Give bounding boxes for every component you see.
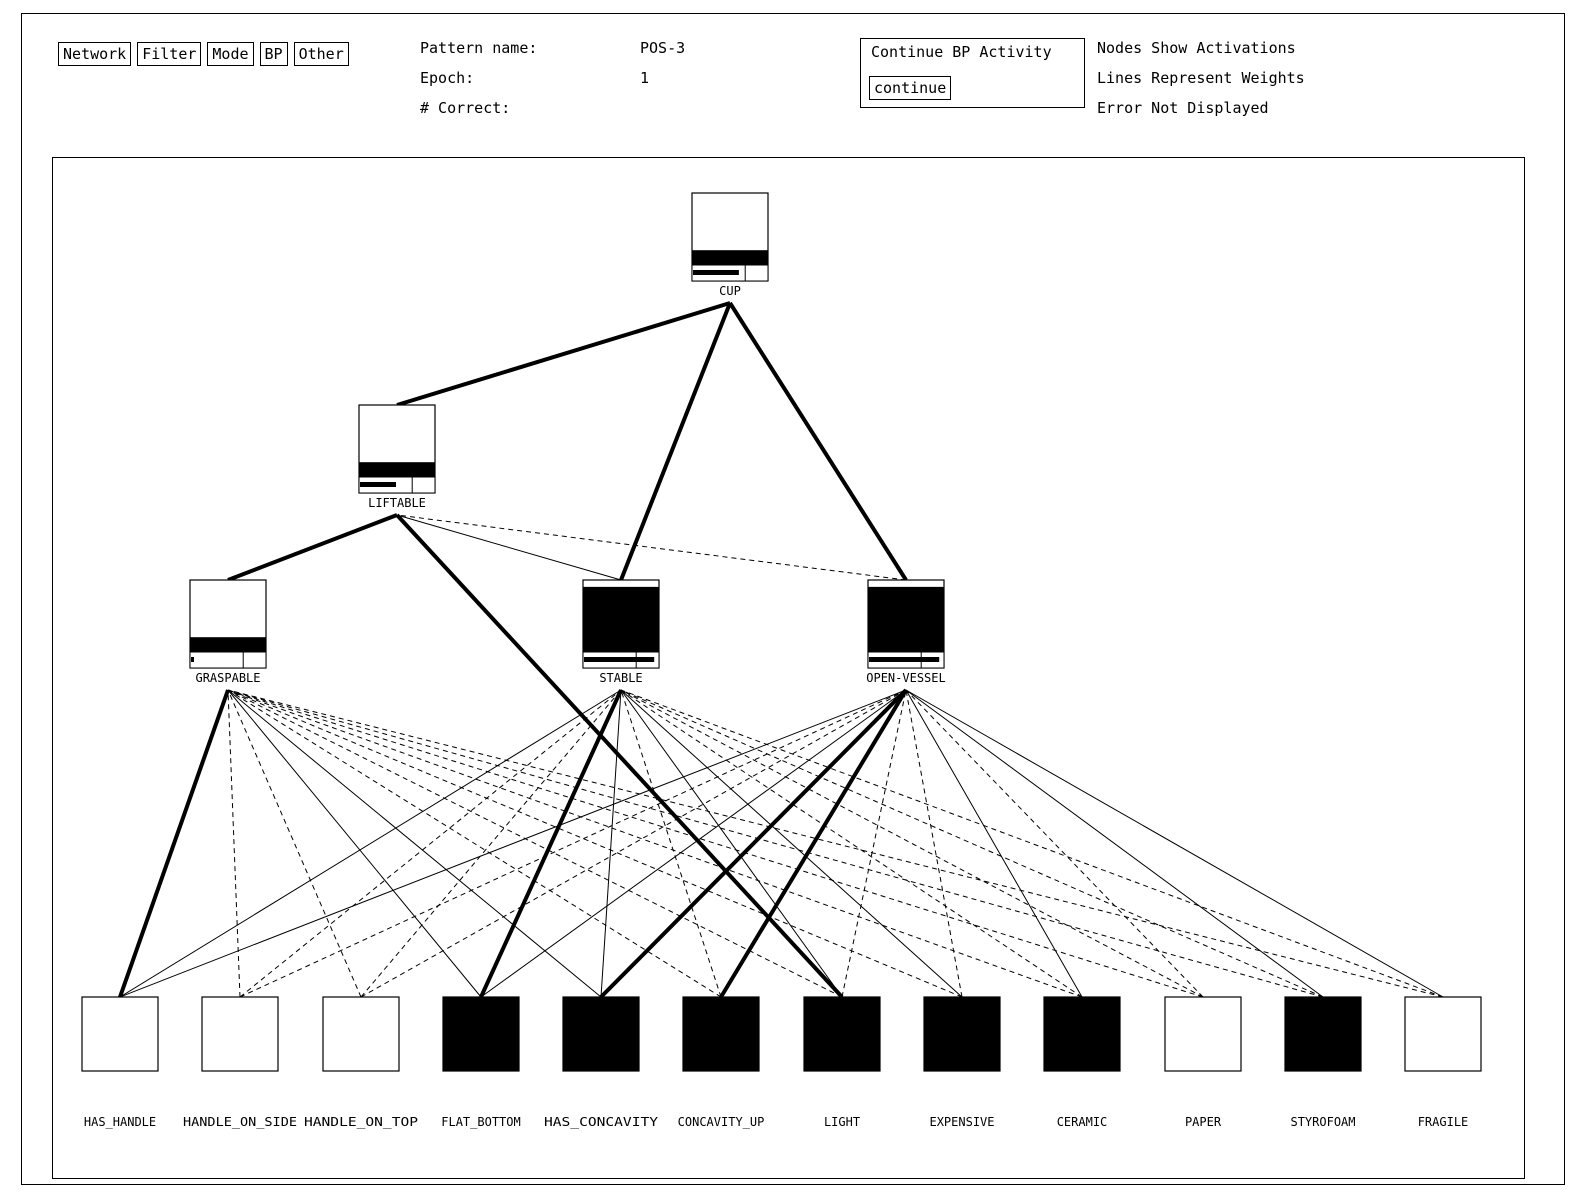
weight-line-handle_on_top-to-stable — [360, 689, 622, 998]
weight-line-paper-to-open-vessel — [905, 689, 1204, 998]
input-label-has_concavity: HAS_CONCAVITY — [544, 1115, 659, 1129]
weight-line-handle_on_side-to-stable — [239, 689, 622, 998]
network-canvas — [52, 157, 1525, 1179]
menu-network-button[interactable]: Network — [58, 42, 132, 66]
input-node-flat_bottom[interactable]: FLAT_BOTTOM — [441, 996, 521, 1129]
epoch-label: Epoch: — [420, 69, 475, 87]
weight-line-ceramic-to-open-vessel — [905, 689, 1083, 998]
input-label-has_handle: HAS_HANDLE — [84, 1115, 156, 1129]
weight-line-flat_bottom-to-stable — [479, 689, 623, 998]
node-label-stable: STABLE — [599, 671, 642, 685]
input-label-paper: PAPER — [1185, 1115, 1222, 1129]
weight-line-light-to-open-vessel — [841, 689, 907, 998]
weight-line-fragile-to-graspable — [227, 689, 1444, 998]
input-node-ceramic[interactable]: CERAMIC — [1043, 996, 1121, 1129]
continue-button[interactable]: continue — [869, 76, 952, 100]
weight-line-expensive-to-graspable — [227, 689, 963, 998]
weight-line-graspable-to-liftable — [227, 513, 398, 582]
node-label-graspable: GRASPABLE — [195, 671, 260, 685]
node-label-open-vessel: OPEN-VESSEL — [866, 671, 945, 685]
weight-line-flat_bottom-to-open-vessel — [480, 689, 907, 998]
menu-other-button[interactable]: Other — [293, 42, 349, 66]
menu-mode-button[interactable]: Mode — [207, 42, 254, 66]
weight-lines — [118, 301, 1444, 999]
legend-error: Error Not Displayed — [1097, 99, 1269, 117]
weight-line-open-vessel-to-liftable — [396, 514, 907, 581]
input-node-concavity_up[interactable]: CONCAVITY_UP — [678, 996, 765, 1129]
input-node-handle_on_side[interactable]: HANDLE_ON_SIDE — [183, 996, 297, 1129]
window-frame — [21, 13, 1565, 1185]
weight-line-expensive-to-stable — [620, 689, 963, 998]
weight-line-light-to-stable — [620, 689, 843, 998]
weight-line-ceramic-to-graspable — [227, 689, 1083, 998]
input-label-expensive: EXPENSIVE — [929, 1115, 994, 1129]
weight-line-handle_on_side-to-graspable — [227, 689, 241, 998]
weight-line-stable-to-liftable — [396, 514, 622, 581]
correct-label: # Correct: — [420, 99, 511, 117]
input-label-handle_on_top: HANDLE_ON_TOP — [304, 1115, 418, 1129]
menu-filter-button[interactable]: Filter — [137, 42, 202, 66]
input-node-styrofoam[interactable]: STYROFOAM — [1284, 996, 1362, 1129]
weight-line-handle_on_top-to-open-vessel — [360, 689, 907, 998]
weight-line-has_concavity-to-graspable — [227, 689, 602, 998]
input-node-fragile[interactable]: FRAGILE — [1404, 996, 1482, 1129]
weight-line-styrofoam-to-graspable — [227, 689, 1324, 998]
weight-line-has_concavity-to-stable — [600, 689, 622, 998]
input-label-ceramic: CERAMIC — [1057, 1115, 1108, 1129]
node-liftable[interactable]: LIFTABLE — [358, 404, 436, 510]
weight-line-open-vessel-to-cup — [728, 301, 908, 582]
input-label-concavity_up: CONCAVITY_UP — [678, 1115, 765, 1129]
menu-bar: Network Filter Mode BP Other — [58, 42, 349, 66]
input-label-styrofoam: STYROFOAM — [1290, 1115, 1355, 1129]
weight-line-concavity_up-to-stable — [620, 689, 722, 998]
weight-line-concavity_up-to-graspable — [227, 689, 722, 998]
node-label-liftable: LIFTABLE — [368, 496, 426, 510]
input-node-expensive[interactable]: EXPENSIVE — [923, 996, 1001, 1129]
weight-line-styrofoam-to-open-vessel — [905, 689, 1324, 998]
weight-line-has_handle-to-open-vessel — [119, 689, 907, 998]
input-node-handle_on_top[interactable]: HANDLE_ON_TOP — [304, 996, 418, 1129]
weight-line-liftable-to-cup — [396, 301, 731, 407]
weight-line-flat_bottom-to-graspable — [227, 689, 482, 998]
weight-line-light-to-graspable — [227, 689, 843, 998]
weight-line-expensive-to-open-vessel — [905, 689, 963, 998]
weight-line-handle_on_top-to-graspable — [227, 689, 362, 998]
weight-line-has_handle-to-graspable — [118, 689, 230, 998]
input-label-fragile: FRAGILE — [1418, 1115, 1469, 1129]
input-label-light: LIGHT — [824, 1115, 860, 1129]
input-node-light[interactable]: LIGHT — [803, 996, 881, 1129]
weight-line-fragile-to-stable — [620, 689, 1444, 998]
pattern-name-label: Pattern name: — [420, 39, 538, 57]
legend-nodes: Nodes Show Activations — [1097, 39, 1296, 57]
bp-activity-panel: Continue BP Activity continue — [860, 38, 1085, 108]
weight-line-stable-to-cup — [619, 302, 732, 581]
weight-line-paper-to-stable — [620, 689, 1204, 998]
node-open-vessel[interactable]: OPEN-VESSEL — [866, 579, 946, 685]
weight-line-handle_on_side-to-open-vessel — [239, 689, 907, 998]
pattern-name-value: POS-3 — [640, 39, 686, 57]
input-node-paper[interactable]: PAPER — [1164, 996, 1242, 1129]
input-node-has_concavity[interactable]: HAS_CONCAVITY — [544, 996, 659, 1129]
weight-line-ceramic-to-stable — [620, 689, 1083, 998]
weight-line-has_concavity-to-open-vessel — [599, 688, 908, 999]
weight-line-styrofoam-to-stable — [620, 689, 1324, 998]
weight-line-has_handle-to-stable — [119, 689, 622, 998]
node-graspable[interactable]: GRASPABLE — [189, 579, 267, 685]
menu-bp-button[interactable]: BP — [259, 42, 288, 66]
input-label-handle_on_side: HANDLE_ON_SIDE — [183, 1115, 297, 1129]
weight-line-concavity_up-to-open-vessel — [719, 688, 908, 999]
weight-line-paper-to-graspable — [227, 689, 1204, 998]
input-label-flat_bottom: FLAT_BOTTOM — [441, 1115, 520, 1129]
node-label-cup: CUP — [719, 284, 741, 298]
bp-activity-title: Continue BP Activity — [871, 43, 1052, 61]
epoch-value: 1 — [640, 69, 650, 87]
legend-lines: Lines Represent Weights — [1097, 69, 1305, 87]
input-node-has_handle[interactable]: HAS_HANDLE — [81, 996, 159, 1129]
network-nodes: CUP LIFTABLE GRASPABLE STABLE OPEN-VESSEL HAS… — [81, 192, 1482, 1129]
node-cup[interactable]: CUP — [691, 192, 769, 298]
weight-line-fragile-to-open-vessel — [905, 689, 1444, 998]
node-stable[interactable]: STABLE — [582, 579, 660, 685]
